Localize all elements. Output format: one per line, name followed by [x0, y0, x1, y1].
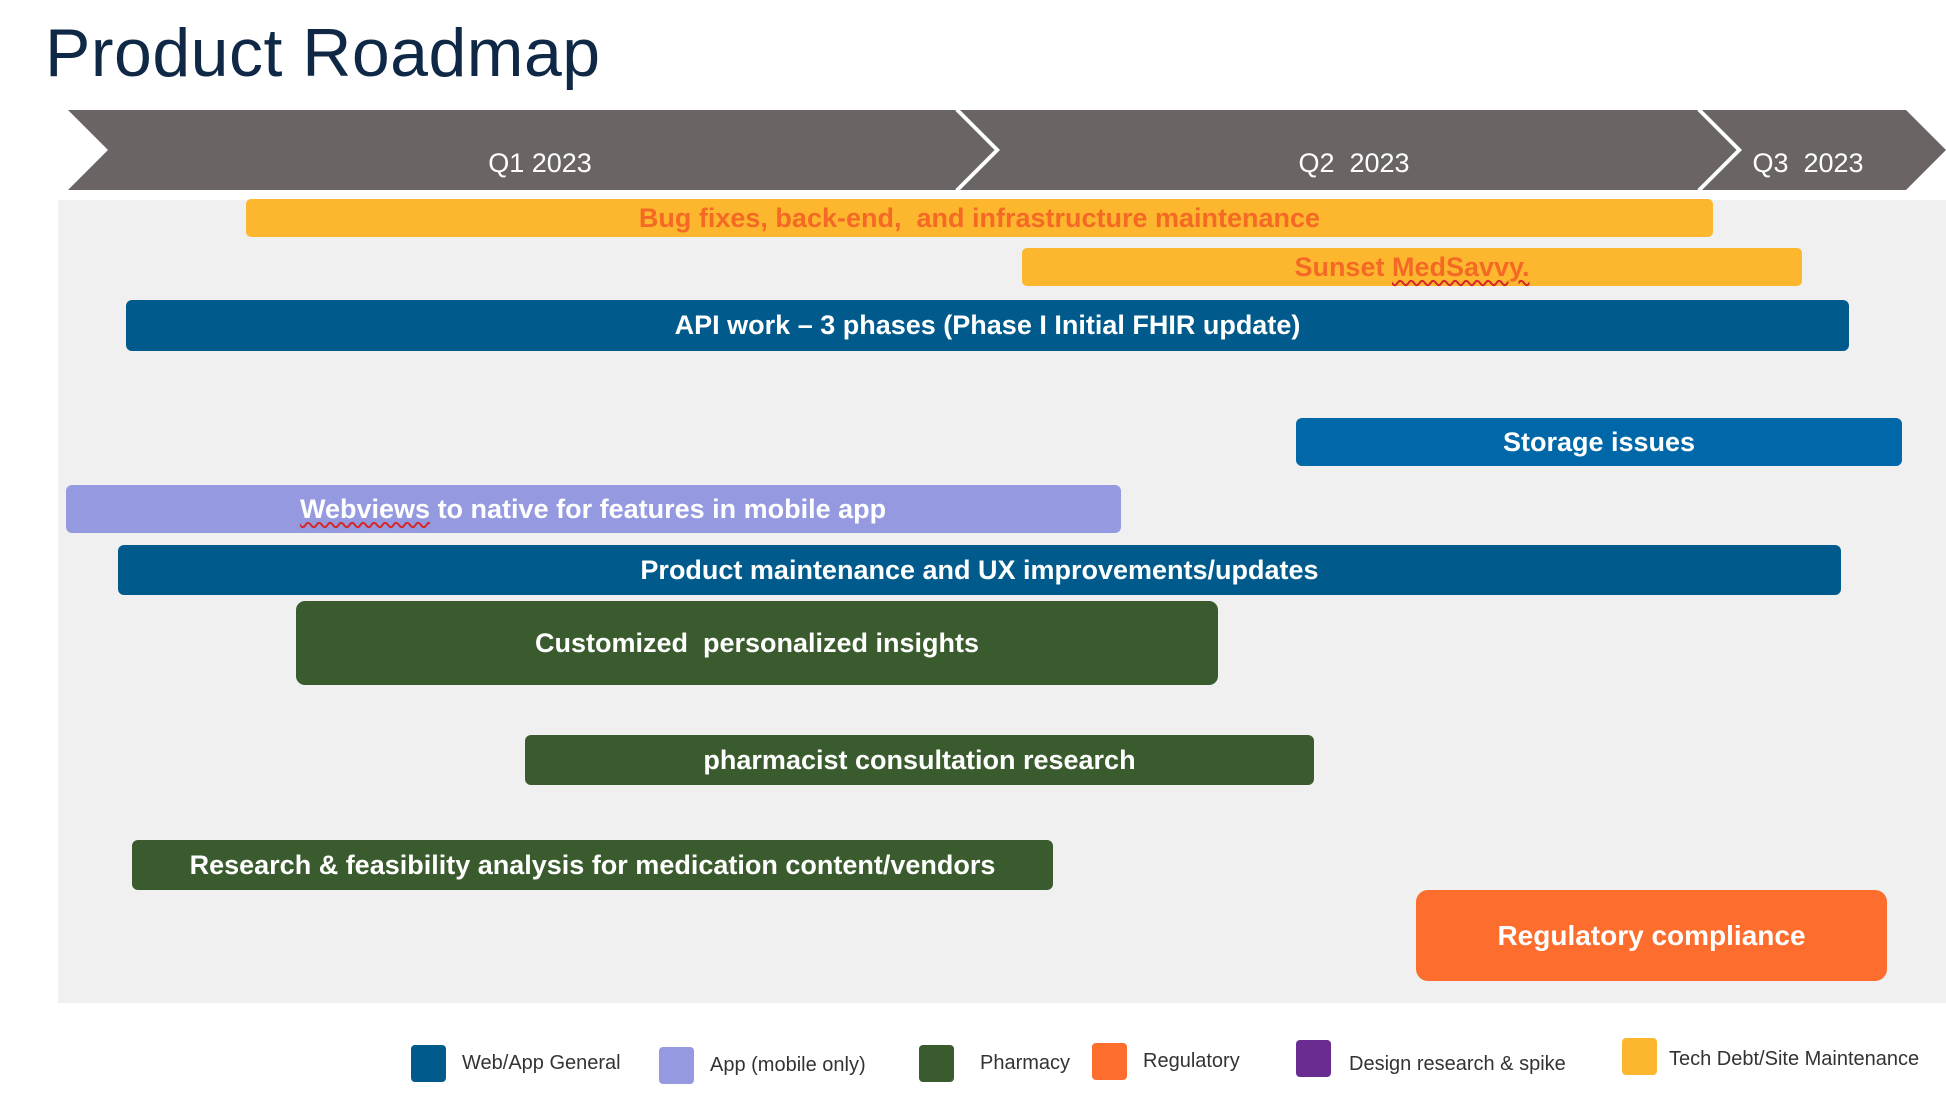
timeline-chevron-q3 — [1702, 110, 1946, 190]
legend-regulatory: Regulatory — [1092, 1043, 1240, 1080]
bar-label: pharmacist consultation research — [703, 744, 1136, 775]
legend-swatch — [1092, 1043, 1127, 1080]
bar-sunset-medsavvy[interactable]: Sunset MedSavvy. — [1022, 248, 1802, 286]
legend-swatch — [1622, 1038, 1657, 1075]
bar-label: Regulatory compliance — [1497, 919, 1806, 951]
bar-bug-fixes[interactable]: Bug fixes, back-end, and infrastructure … — [246, 199, 1713, 237]
bar-label: API work – 3 phases (Phase I Initial FHI… — [674, 310, 1301, 340]
bar-research-feasibility[interactable]: Research & feasibility analysis for medi… — [132, 840, 1053, 890]
page-title: Product Roadmap — [45, 15, 601, 91]
legend-design-research-spike: Design research & spike — [1296, 1040, 1566, 1077]
timeline-chevron-q1 — [68, 110, 996, 190]
bar-label: Bug fixes, back-end, and infrastructure … — [638, 202, 1321, 233]
bar-product-maintenance[interactable]: Product maintenance and UX improvements/… — [118, 545, 1841, 595]
legend-web-app-general: Web/App General — [411, 1045, 621, 1082]
bar-webviews-to-native[interactable]: Webviews to native for features in mobil… — [66, 485, 1121, 533]
legend-label: Pharmacy — [980, 1052, 1071, 1074]
legend-swatch — [411, 1045, 446, 1082]
bar-customized-insights[interactable]: Customized personalized insights — [296, 601, 1218, 685]
timeline-arrow — [68, 110, 1946, 190]
legend-swatch — [919, 1045, 954, 1082]
bar-label: Product maintenance and UX improvements/… — [640, 554, 1319, 585]
legend-tech-debt: Tech Debt/Site Maintenance — [1622, 1038, 1919, 1075]
legend-label: Tech Debt/Site Maintenance — [1669, 1048, 1920, 1070]
quarter-label-q2: Q2 2023 — [1298, 148, 1410, 178]
bar-storage-issues[interactable]: Storage issues — [1296, 418, 1902, 466]
legend-label: App (mobile only) — [710, 1054, 866, 1076]
legend-pharmacy: Pharmacy — [919, 1045, 1070, 1082]
quarter-label-q3: Q3 2023 — [1752, 148, 1864, 178]
bar-regulatory-compliance[interactable]: Regulatory compliance — [1416, 890, 1887, 981]
legend-swatch — [659, 1047, 694, 1084]
bar-api-work[interactable]: API work – 3 phases (Phase I Initial FHI… — [126, 300, 1849, 351]
quarter-label-q1: Q1 2023 — [488, 148, 592, 178]
timeline-divider-1 — [955, 110, 998, 190]
legend-label: Design research & spike — [1349, 1053, 1566, 1075]
bar-label: Research & feasibility analysis for medi… — [189, 849, 996, 880]
bar-label: Webviews to native for features in mobil… — [300, 493, 887, 524]
legend-label: Web/App General — [462, 1052, 621, 1074]
timeline-chevron-q2 — [960, 110, 1738, 190]
bar-pharmacist-consultation[interactable]: pharmacist consultation research — [525, 735, 1314, 785]
timeline-divider-2 — [1697, 110, 1740, 190]
legend-swatch — [1296, 1040, 1331, 1077]
legend-app-mobile-only: App (mobile only) — [659, 1047, 866, 1084]
bar-label: Storage issues — [1502, 426, 1696, 457]
bar-label: Customized personalized insights — [534, 627, 980, 658]
bar-label: Sunset MedSavvy. — [1294, 251, 1530, 282]
legend-label: Regulatory — [1143, 1050, 1240, 1072]
